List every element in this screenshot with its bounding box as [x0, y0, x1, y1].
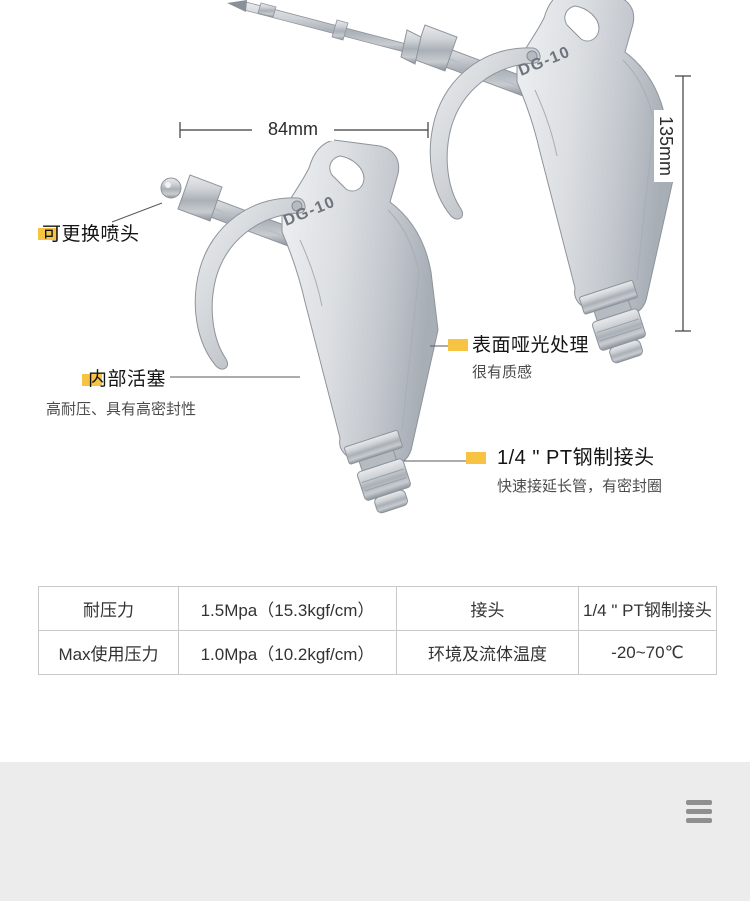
menu-bar — [686, 818, 712, 823]
callout-piston-subtitle: 高耐压、具有高密封性 — [46, 401, 197, 418]
spec-cell: 1/4 " PT钢制接头 — [578, 586, 717, 631]
spec-cell: 环境及流体温度 — [396, 630, 579, 675]
leader-line-nozzle — [111, 202, 163, 223]
menu-bar — [686, 800, 712, 805]
dimension-height-label: 135mm — [654, 110, 677, 183]
table-row: 耐压力 1.5Mpa（15.3kgf/cm） 接头 1/4 " PT钢制接头 — [38, 586, 717, 631]
dimension-line-height — [675, 75, 691, 332]
spec-cell: 1.5Mpa（15.3kgf/cm） — [178, 586, 397, 631]
callout-surface-subtitle: 很有质感 — [472, 364, 533, 381]
spec-cell: -20~70℃ — [578, 630, 717, 675]
spec-cell: Max使用压力 — [38, 630, 179, 675]
callout-nozzle-title: 可更换喷头 — [42, 224, 140, 245]
table-row: Max使用压力 1.0Mpa（10.2kgf/cm） 环境及流体温度 -20~7… — [38, 630, 717, 675]
air-blow-gun-bottom — [160, 139, 439, 519]
menu-icon[interactable] — [686, 800, 714, 826]
menu-bar — [686, 809, 712, 814]
callout-piston-title: 内部活塞 — [88, 369, 167, 390]
spec-cell: 耐压力 — [38, 586, 179, 631]
callout-connector-title: 1/4 " PT钢制接头 — [497, 447, 655, 469]
highlight-mark — [466, 452, 486, 464]
spec-cell: 1.0Mpa（10.2kgf/cm） — [178, 630, 397, 675]
air-blow-gun-top — [227, 0, 674, 369]
callout-connector-subtitle: 快速接延长管，有密封圈 — [497, 478, 663, 495]
highlight-mark — [448, 339, 468, 351]
highlight-mark — [38, 228, 58, 240]
spec-cell: 接头 — [396, 586, 579, 631]
round-nozzle-tip — [160, 177, 182, 199]
dimension-width-label: 84mm — [252, 118, 334, 141]
page-footer — [0, 762, 750, 901]
needle-tip — [227, 0, 247, 12]
callout-surface-title: 表面哑光处理 — [472, 335, 590, 356]
highlight-mark — [82, 374, 102, 386]
spec-table: 耐压力 1.5Mpa（15.3kgf/cm） 接头 1/4 " PT钢制接头 M… — [38, 586, 717, 675]
